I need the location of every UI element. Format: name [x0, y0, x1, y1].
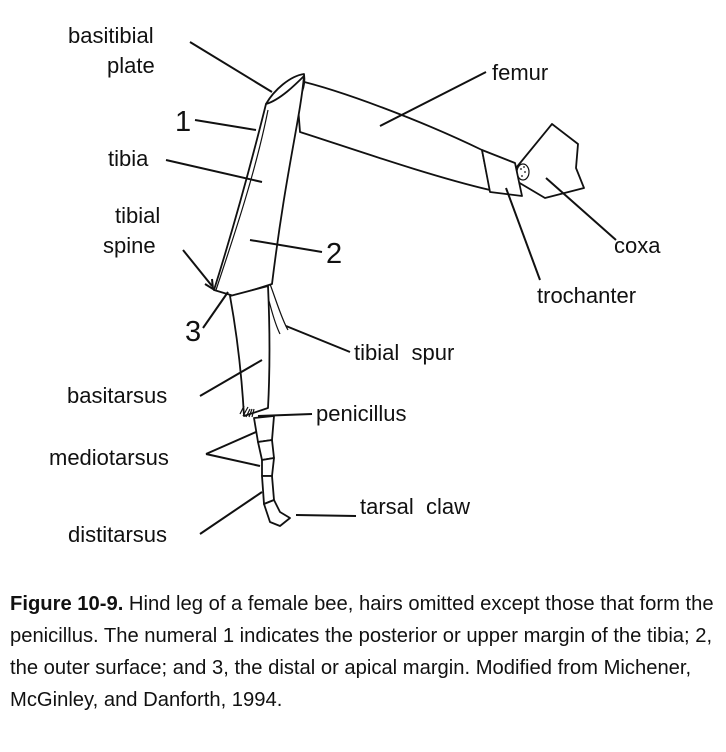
label-basitibial-plate-line2: plate — [107, 53, 155, 78]
label-trochanter: trochanter — [537, 283, 636, 308]
mediotarsus-seg-3 — [261, 457, 275, 477]
tarsal-claw-shape — [263, 499, 291, 527]
label-femur: femur — [492, 60, 548, 85]
label-tarsal-claw: tarsal claw — [360, 494, 470, 519]
label-coxa: coxa — [614, 233, 661, 258]
label-basitibial-plate-line1: basitibial — [68, 23, 154, 48]
leader-lines — [165, 41, 617, 535]
coxa-shape — [515, 123, 585, 199]
trochanter-shape — [481, 149, 523, 197]
figure-caption-label: Figure 10-9. — [10, 593, 124, 615]
label-tibial-spur: tibial spur — [354, 340, 454, 365]
label-numeral-1: 1 — [175, 106, 191, 138]
figure-caption: Figure 10-9. Hind leg of a female bee, h… — [10, 588, 718, 716]
leg-drawing — [213, 73, 585, 527]
label-tibial-spine-line1: tibial — [115, 203, 160, 228]
penicillus-hairs — [239, 405, 255, 418]
basitarsus-shape — [229, 285, 271, 417]
tibia-shape — [213, 75, 305, 297]
label-penicillus: penicillus — [316, 401, 407, 426]
label-numeral-2: 2 — [326, 238, 342, 270]
mediotarsus-seg-2 — [257, 439, 275, 461]
mediotarsus-seg-1 — [253, 415, 275, 443]
bee-hind-leg-diagram: basitibial plate femur 1 tibia tibial sp… — [49, 23, 661, 547]
label-tibia: tibia — [108, 146, 149, 171]
label-mediotarsus: mediotarsus — [49, 445, 169, 470]
label-numeral-3: 3 — [185, 316, 201, 348]
label-basitarsus: basitarsus — [67, 383, 167, 408]
label-tibial-spine-line2: spine — [103, 233, 156, 258]
label-distitarsus: distitarsus — [68, 522, 167, 547]
femur-shape — [295, 79, 491, 191]
figure-caption-text: Hind leg of a female bee, hairs omitted … — [10, 593, 714, 711]
